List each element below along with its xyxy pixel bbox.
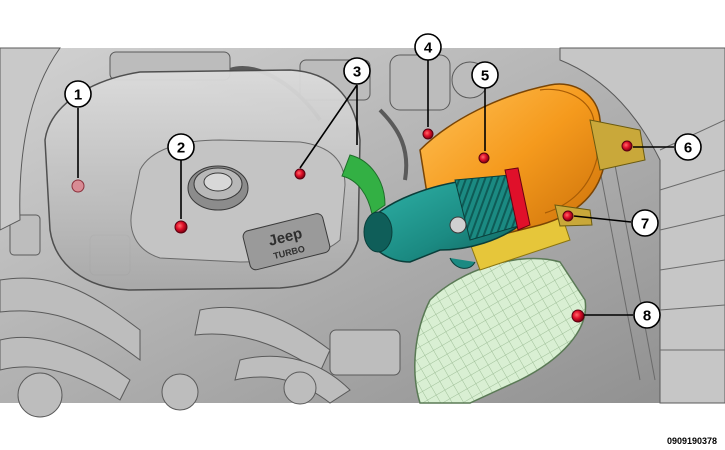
fasteners [71, 128, 633, 323]
fastener-3 [294, 168, 306, 180]
callout-3: 3 [343, 57, 371, 85]
callout-label: 5 [481, 68, 489, 85]
breather-hose [341, 154, 386, 215]
callout-6: 6 [674, 133, 702, 161]
callout-label: 1 [74, 87, 82, 104]
fastener-2 [174, 220, 188, 234]
callout-label: 3 [353, 64, 361, 81]
callout-label: 6 [684, 140, 692, 157]
callout-label: 2 [177, 140, 185, 157]
callout-5: 5 [471, 61, 499, 89]
callout-label: 8 [643, 308, 651, 325]
fastener-8 [571, 309, 585, 323]
callout-1: 1 [64, 80, 92, 108]
figure-code: 0909190378 [666, 436, 717, 446]
callout-8: 8 [633, 301, 661, 329]
callout-label: 4 [424, 40, 433, 57]
leader-3 [299, 84, 358, 169]
callout-2: 2 [167, 133, 195, 161]
fastener-4 [422, 128, 434, 140]
fastener-1 [71, 179, 85, 193]
callout-label: 7 [641, 216, 649, 233]
oil-fill-cap [187, 165, 249, 211]
callout-leaders [77, 60, 674, 316]
callout-4: 4 [414, 33, 442, 61]
fastener-6 [621, 140, 633, 152]
engine-cover: Jeep TURBO [44, 69, 361, 291]
air-intake-tube [363, 167, 531, 269]
callout-7: 7 [631, 209, 659, 237]
fastener-5 [478, 152, 490, 164]
fastener-7 [562, 210, 574, 222]
cover-badge: Jeep TURBO [242, 213, 331, 271]
leader-7 [573, 215, 632, 223]
